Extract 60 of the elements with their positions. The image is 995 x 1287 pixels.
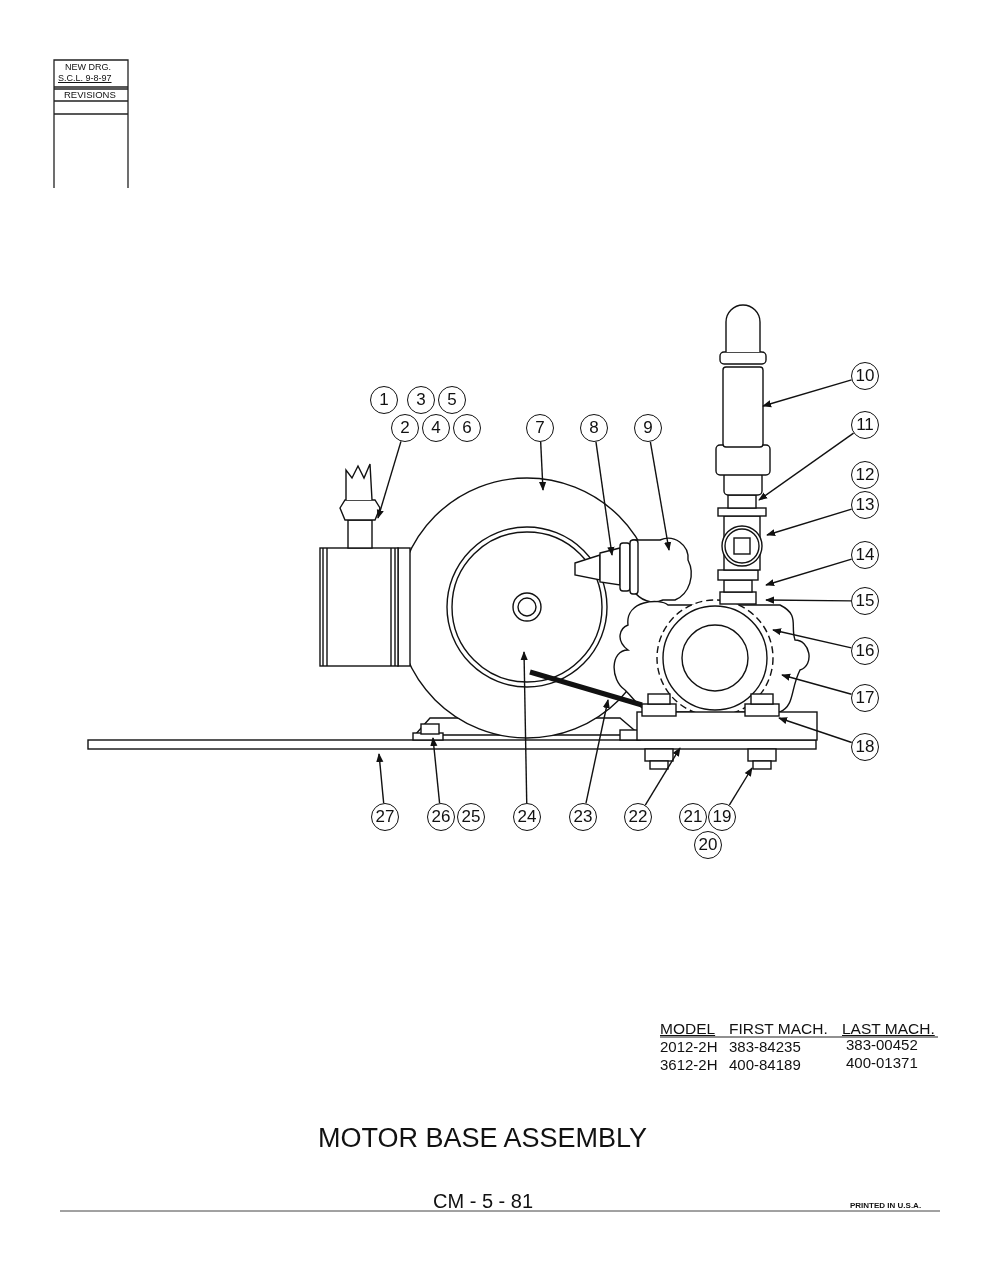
callout-number: 10 bbox=[851, 362, 879, 390]
callout-number: 11 bbox=[851, 411, 879, 439]
table-header: FIRST MACH. bbox=[729, 1021, 828, 1037]
leader-line bbox=[520, 651, 528, 804]
serial-number: 400-01371 bbox=[846, 1055, 918, 1070]
callout-number: 22 bbox=[624, 803, 652, 831]
leader-line bbox=[585, 699, 610, 804]
serial-number: 383-84235 bbox=[729, 1039, 801, 1054]
model-number: 2012-2H bbox=[660, 1039, 718, 1054]
callout-number: 14 bbox=[851, 541, 879, 569]
leader-line bbox=[765, 558, 853, 587]
printed-note: PRINTED IN U.S.A. bbox=[850, 1202, 922, 1210]
leader-line bbox=[781, 673, 853, 695]
callout-number: 12 bbox=[851, 461, 879, 489]
callout-number: 1 bbox=[370, 386, 398, 414]
callout-number: 26 bbox=[427, 803, 455, 831]
leader-line bbox=[728, 767, 753, 806]
callout-number: 21 bbox=[679, 803, 707, 831]
leader-line bbox=[762, 379, 853, 408]
model-number: 3612-2H bbox=[660, 1057, 718, 1072]
callout-number: 7 bbox=[526, 414, 554, 442]
callout-number: 19 bbox=[708, 803, 736, 831]
leader-line bbox=[766, 508, 853, 537]
callout-number: 2 bbox=[391, 414, 419, 442]
serial-number: 383-00452 bbox=[846, 1037, 918, 1052]
callout-number: 24 bbox=[513, 803, 541, 831]
callout-number: 17 bbox=[851, 684, 879, 712]
leader-line bbox=[595, 441, 615, 556]
table-header: MODEL bbox=[660, 1021, 716, 1037]
revision-date: S.C.L. 9-8-97 bbox=[58, 74, 112, 83]
leader-line bbox=[758, 432, 855, 501]
leader-line bbox=[778, 717, 853, 744]
leader-line bbox=[649, 441, 672, 551]
leader-line bbox=[376, 753, 385, 804]
callout-number: 27 bbox=[371, 803, 399, 831]
callout-number: 15 bbox=[851, 587, 879, 615]
callout-number: 18 bbox=[851, 733, 879, 761]
serial-number: 400-84189 bbox=[729, 1057, 801, 1072]
callout-number: 13 bbox=[851, 491, 879, 519]
leader-line bbox=[539, 441, 547, 491]
callout-number: 16 bbox=[851, 637, 879, 665]
leader-line bbox=[376, 440, 402, 519]
table-header: LAST MACH. bbox=[842, 1021, 935, 1037]
callout-number: 5 bbox=[438, 386, 466, 414]
leader-line bbox=[644, 747, 681, 806]
leader-line bbox=[430, 737, 441, 804]
callout-number: 4 bbox=[422, 414, 450, 442]
leader-line bbox=[765, 596, 852, 604]
leader-line bbox=[772, 628, 853, 649]
callout-number: 25 bbox=[457, 803, 485, 831]
revisions-heading: REVISIONS bbox=[64, 90, 116, 100]
drawing-number: CM - 5 - 81 bbox=[433, 1191, 534, 1211]
callout-number: 6 bbox=[453, 414, 481, 442]
callout-number: 9 bbox=[634, 414, 662, 442]
callout-number: 8 bbox=[580, 414, 608, 442]
callout-number: 20 bbox=[694, 831, 722, 859]
callout-number: 23 bbox=[569, 803, 597, 831]
drawing-title: MOTOR BASE ASSEMBLY bbox=[318, 1125, 648, 1152]
callout-number: 3 bbox=[407, 386, 435, 414]
revision-note: NEW DRG. bbox=[65, 63, 111, 72]
